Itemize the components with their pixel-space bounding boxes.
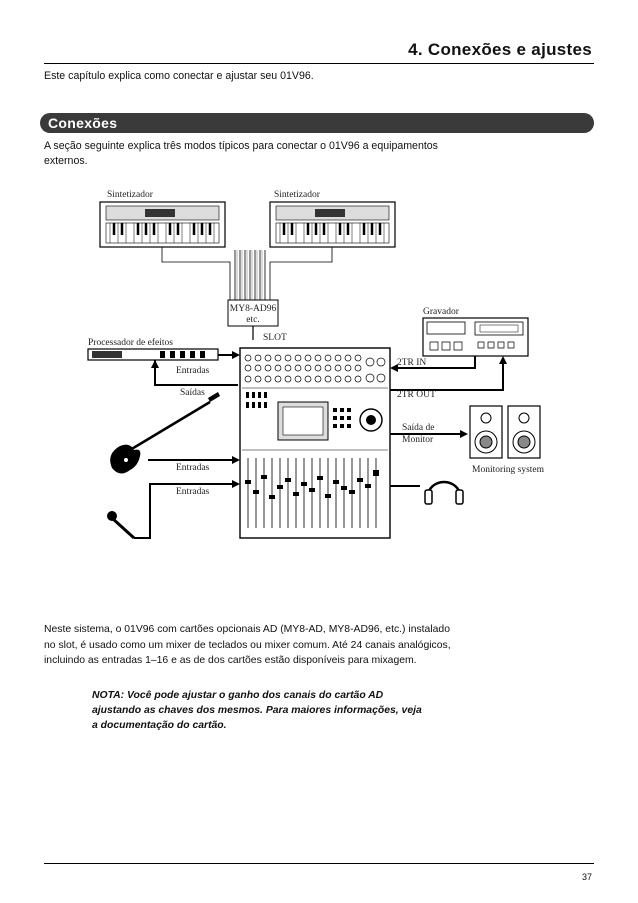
tr-in-label: 2TR IN xyxy=(397,358,426,368)
header-rule xyxy=(44,63,594,64)
effects-label: Processador de efeitos xyxy=(88,337,173,348)
speaker-left xyxy=(470,406,502,458)
microphone-icon xyxy=(107,511,134,538)
synthesizer-left xyxy=(100,202,225,247)
monitor-out-label: Saída de xyxy=(402,423,434,433)
speaker-right xyxy=(508,406,540,458)
recorder xyxy=(423,318,528,356)
guitar-inputs-label: Entradas xyxy=(176,463,210,473)
section-title: Conexões xyxy=(48,115,117,131)
ad-card-sublabel: etc. xyxy=(246,315,259,325)
recorder-label: Gravador xyxy=(423,307,460,317)
connection-diagram: Sintetizador Sintetizador MY8-AD96 etc. … xyxy=(70,180,560,560)
synthesizer-left-label: Sintetizador xyxy=(107,190,154,200)
mixer-console xyxy=(240,348,390,538)
synthesizer-right-label: Sintetizador xyxy=(274,190,321,200)
section-bar xyxy=(40,113,594,133)
tr-out-label: 2TR OUT xyxy=(397,390,436,400)
effects-inputs-label: Entradas xyxy=(176,366,210,376)
monitor-out-label-2: Monitor xyxy=(402,435,434,445)
slot-label: SLOT xyxy=(263,333,287,343)
page-number: 37 xyxy=(582,872,592,882)
guitar-icon xyxy=(110,392,220,474)
ad-card-label: MY8-AD96 xyxy=(230,304,277,314)
note-paragraph: NOTA: Você pode ajustar o ganho dos cana… xyxy=(92,688,422,733)
headphones-icon xyxy=(425,482,463,504)
chapter-title: 4. Conexões e ajustes xyxy=(408,40,592,60)
mic-inputs-label: Entradas xyxy=(176,487,210,497)
synthesizer-right xyxy=(270,202,395,247)
intro-text: Este capítulo explica como conectar e aj… xyxy=(44,70,314,82)
effects-outputs-label: Saídas xyxy=(180,388,205,398)
body-paragraph: Neste sistema, o 01V96 com cartões opcio… xyxy=(44,622,464,669)
monitoring-system-label: Monitoring system xyxy=(472,465,545,475)
lead-paragraph: A seção seguinte explica três modos típi… xyxy=(44,139,464,169)
footer-rule xyxy=(44,863,594,864)
effects-processor xyxy=(88,349,218,360)
